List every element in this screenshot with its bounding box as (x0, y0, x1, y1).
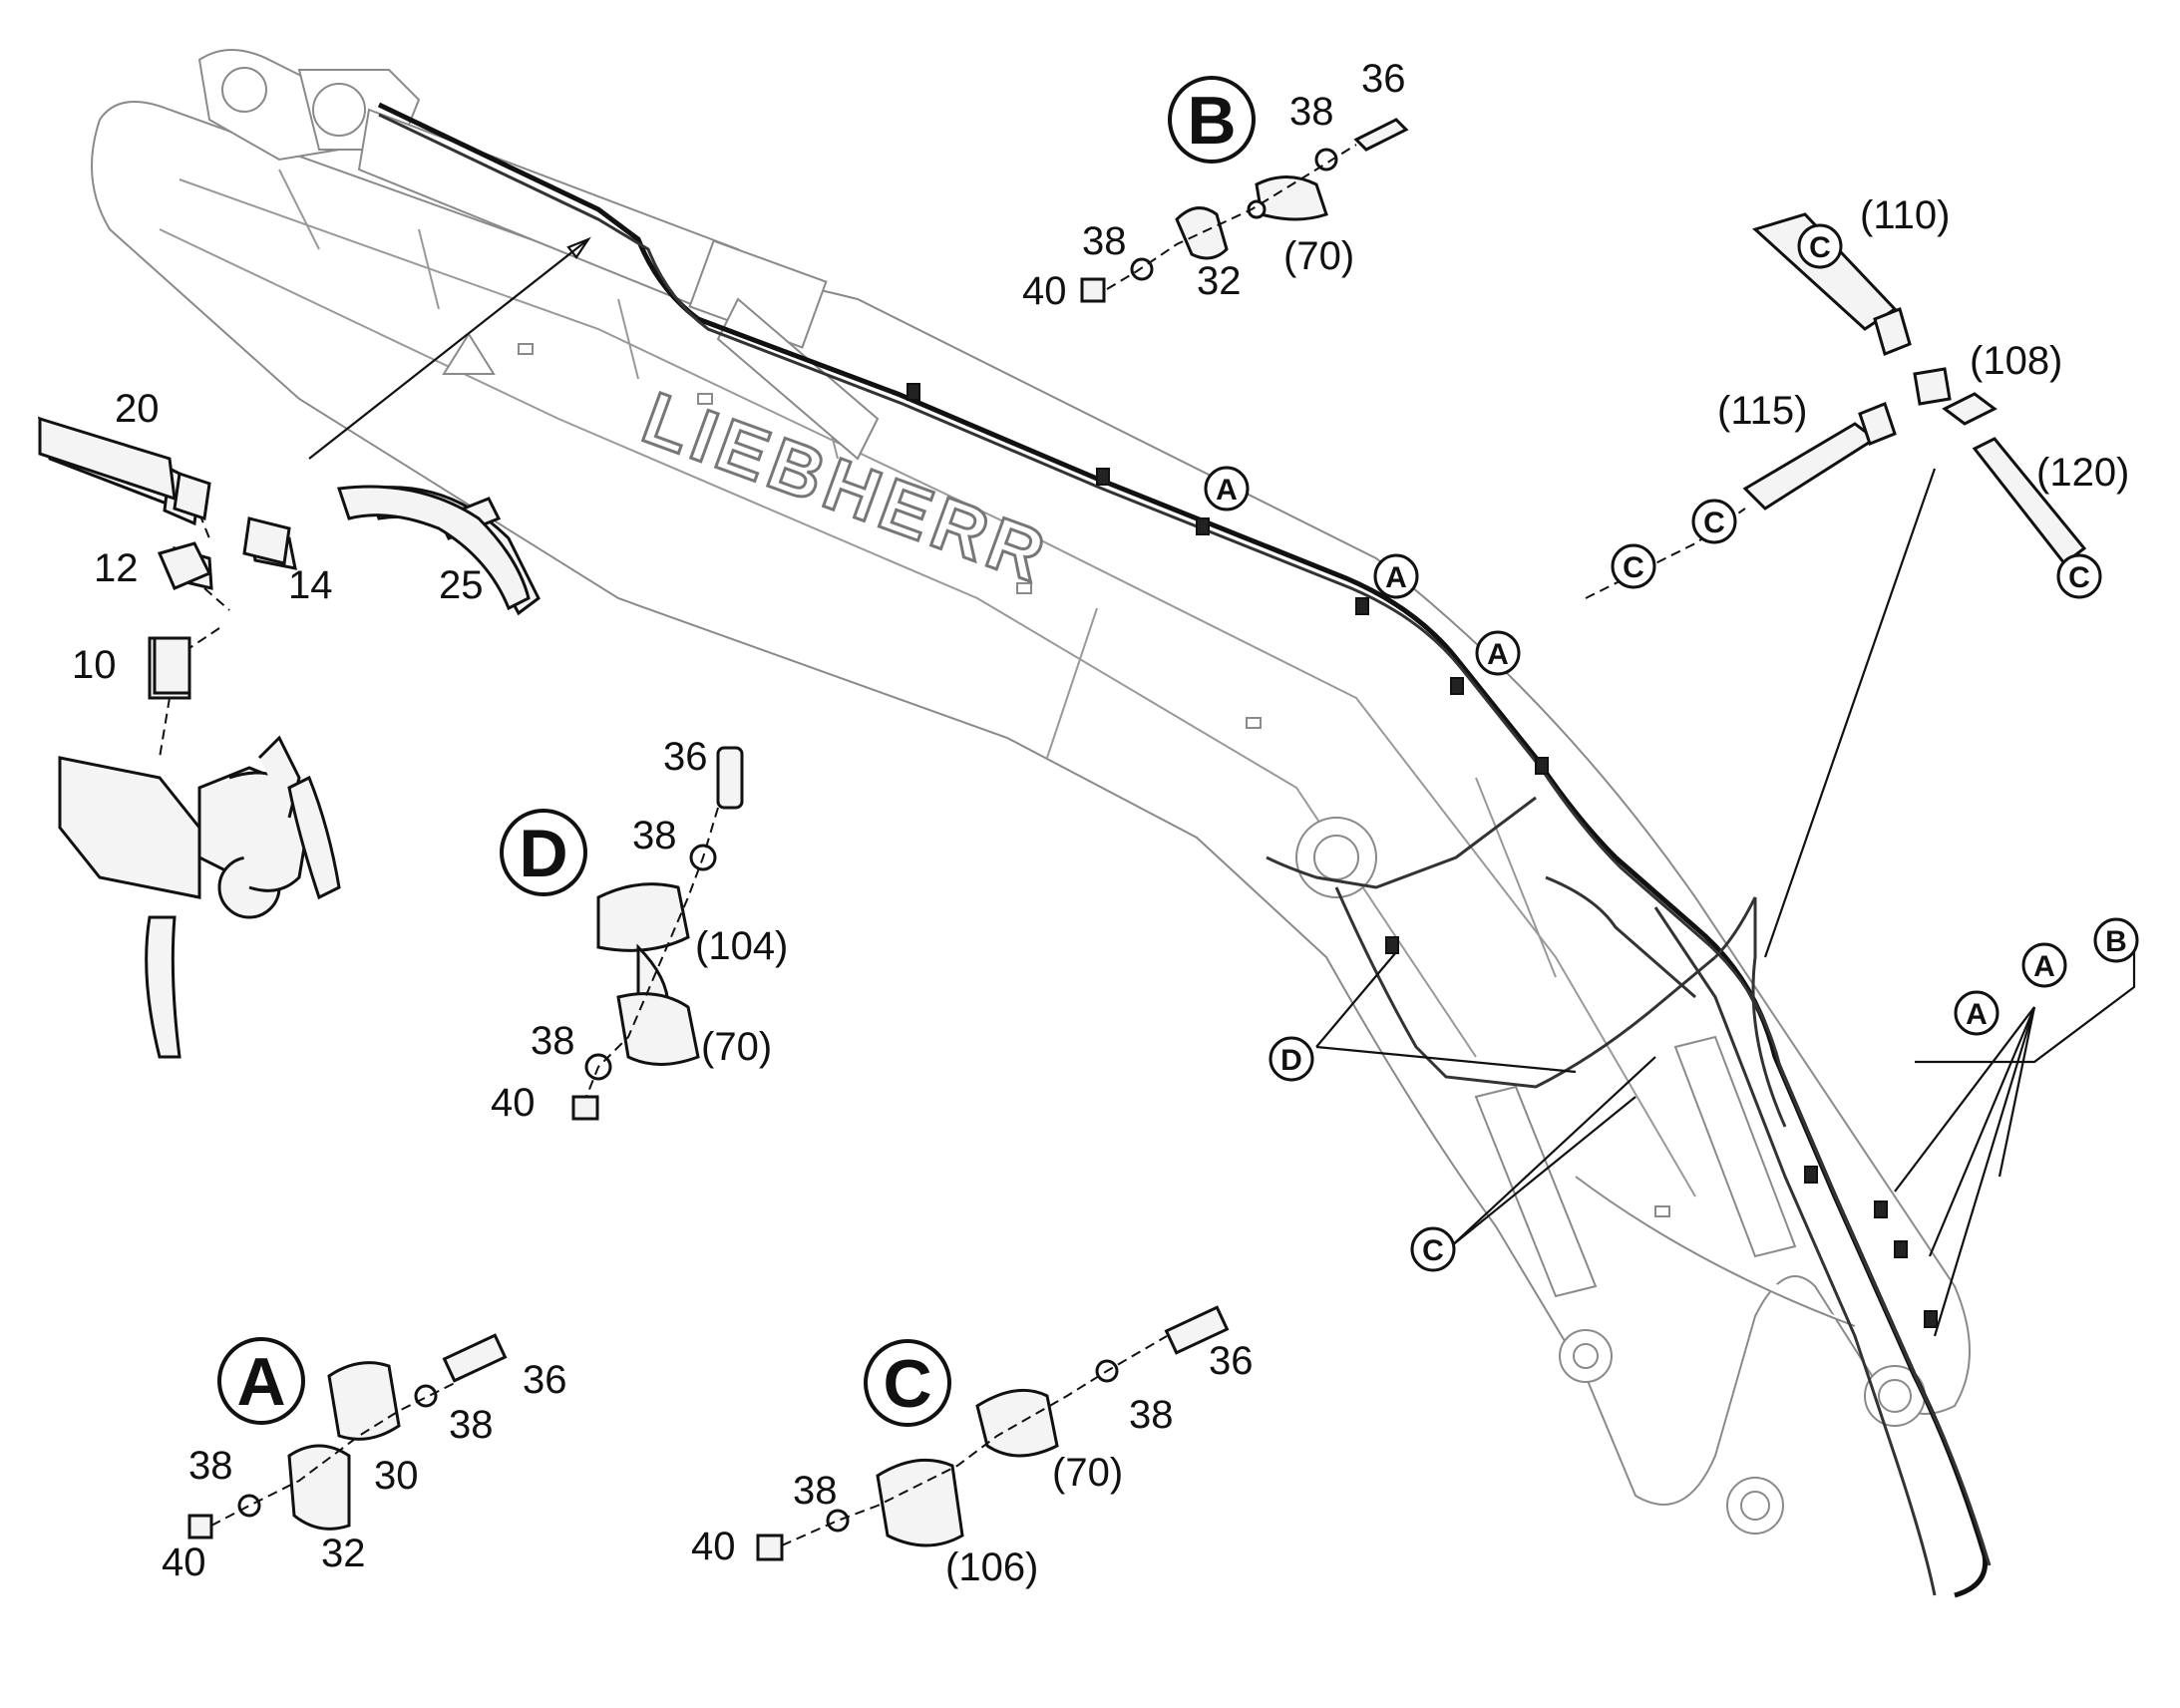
detail-marker-c: C (864, 1339, 951, 1427)
callout-c-1: C (1797, 223, 1843, 269)
callout-c-3: C (1611, 543, 1656, 589)
part-label-14: 14 (288, 563, 333, 607)
callout-b-1: B (2093, 917, 2139, 963)
leader-ab-bracket (1915, 947, 2136, 1064)
part-label-d-40: 40 (491, 1081, 536, 1125)
detail-marker-a: A (217, 1337, 305, 1425)
part-label-a-32: 32 (321, 1532, 366, 1575)
part-label-a-36: 36 (523, 1358, 567, 1402)
svg-text:B: B (1187, 83, 1236, 159)
leader-valve-to-boom (308, 238, 589, 460)
part-label-a-30: 30 (374, 1454, 419, 1498)
leader-d-1 (1315, 951, 1397, 1048)
svg-text:A: A (1216, 474, 1238, 507)
part-label-110: (110) (1860, 193, 1950, 237)
part-label-c-70: (70) (1052, 1451, 1123, 1495)
svg-text:D: D (1280, 1044, 1302, 1077)
leader-ab-1 (1998, 1006, 2036, 1178)
leader-ab-4 (1933, 1006, 2036, 1337)
callout-c-2: C (1691, 499, 1737, 544)
part-label-115: (115) (1717, 389, 1807, 433)
valve-assembly-dashline (159, 512, 230, 759)
detail-marker-d: D (500, 809, 587, 896)
leader-c-2 (1450, 1096, 1636, 1247)
leader-ab-2 (1894, 1006, 2035, 1193)
svg-text:C: C (1809, 231, 1831, 264)
leader-c-1 (1450, 1056, 1656, 1247)
part-label-10: 10 (72, 643, 117, 687)
part-label-d-38-top: 38 (632, 814, 677, 857)
callout-a-3: A (1475, 630, 1521, 676)
detail-marker-b: B (1168, 76, 1256, 164)
callout-a-5: A (2021, 942, 2067, 988)
part-label-120: (120) (2036, 451, 2129, 495)
leader-c-fitting-to-boom (1763, 468, 1937, 958)
part-label-b-70: (70) (1283, 234, 1354, 278)
part-label-d-70: (70) (701, 1025, 772, 1069)
part-label-b-38-top: 38 (1289, 90, 1334, 134)
detail-b-assembly (1080, 118, 1409, 303)
part-label-108: (108) (1970, 339, 2062, 383)
callout-a-2: A (1373, 553, 1419, 599)
part-label-d-104: (104) (695, 924, 788, 968)
svg-text:A: A (1487, 638, 1509, 671)
c-hose-fittings (1585, 212, 2087, 599)
svg-text:C: C (1703, 507, 1725, 539)
svg-text:C: C (1623, 551, 1644, 584)
part-label-c-36: 36 (1209, 1339, 1254, 1383)
part-label-b-40: 40 (1022, 269, 1067, 313)
callout-c-5: C (1410, 1226, 1456, 1272)
leader-ab-3 (1928, 1006, 2036, 1257)
svg-text:C: C (883, 1346, 931, 1422)
svg-text:A: A (1385, 561, 1407, 594)
svg-text:C: C (2068, 561, 2090, 594)
part-label-c-106: (106) (945, 1545, 1038, 1589)
part-label-c-38-right: 38 (1129, 1393, 1174, 1437)
svg-text:B: B (2105, 925, 2127, 958)
callout-a-4: A (1954, 990, 1999, 1036)
callout-c-4: C (2056, 553, 2102, 599)
svg-text:A: A (1966, 998, 1988, 1031)
part-label-d-36: 36 (663, 735, 708, 779)
part-label-c-40: 40 (691, 1525, 736, 1568)
leader-d-2 (1315, 1045, 1577, 1074)
svg-text:D: D (519, 816, 567, 891)
part-label-20: 20 (115, 387, 160, 431)
detail-a-assembly (187, 1333, 508, 1539)
part-label-a-38-right: 38 (449, 1403, 494, 1447)
callout-d-5: D (1269, 1036, 1314, 1082)
callout-a-1: A (1204, 466, 1250, 512)
part-label-a-38: 38 (188, 1444, 233, 1488)
part-label-b-38: 38 (1082, 219, 1127, 263)
boom-hose-routing (377, 102, 1992, 1598)
leader-valve-arrowhead (566, 236, 591, 259)
svg-text:A: A (236, 1344, 285, 1420)
part-label-b-32: 32 (1197, 259, 1242, 303)
part-label-12: 12 (94, 546, 139, 590)
detail-d-assembly (571, 746, 744, 1121)
svg-text:A: A (2033, 950, 2055, 983)
part-label-b-36: 36 (1361, 57, 1406, 101)
fitting-assembly (38, 416, 531, 695)
part-label-c-38: 38 (793, 1469, 838, 1513)
part-label-d-38: 38 (531, 1019, 575, 1063)
part-label-a-40: 40 (162, 1540, 206, 1584)
part-label-25: 25 (439, 563, 484, 607)
svg-text:C: C (1422, 1234, 1444, 1267)
detail-c-assembly (756, 1305, 1230, 1561)
